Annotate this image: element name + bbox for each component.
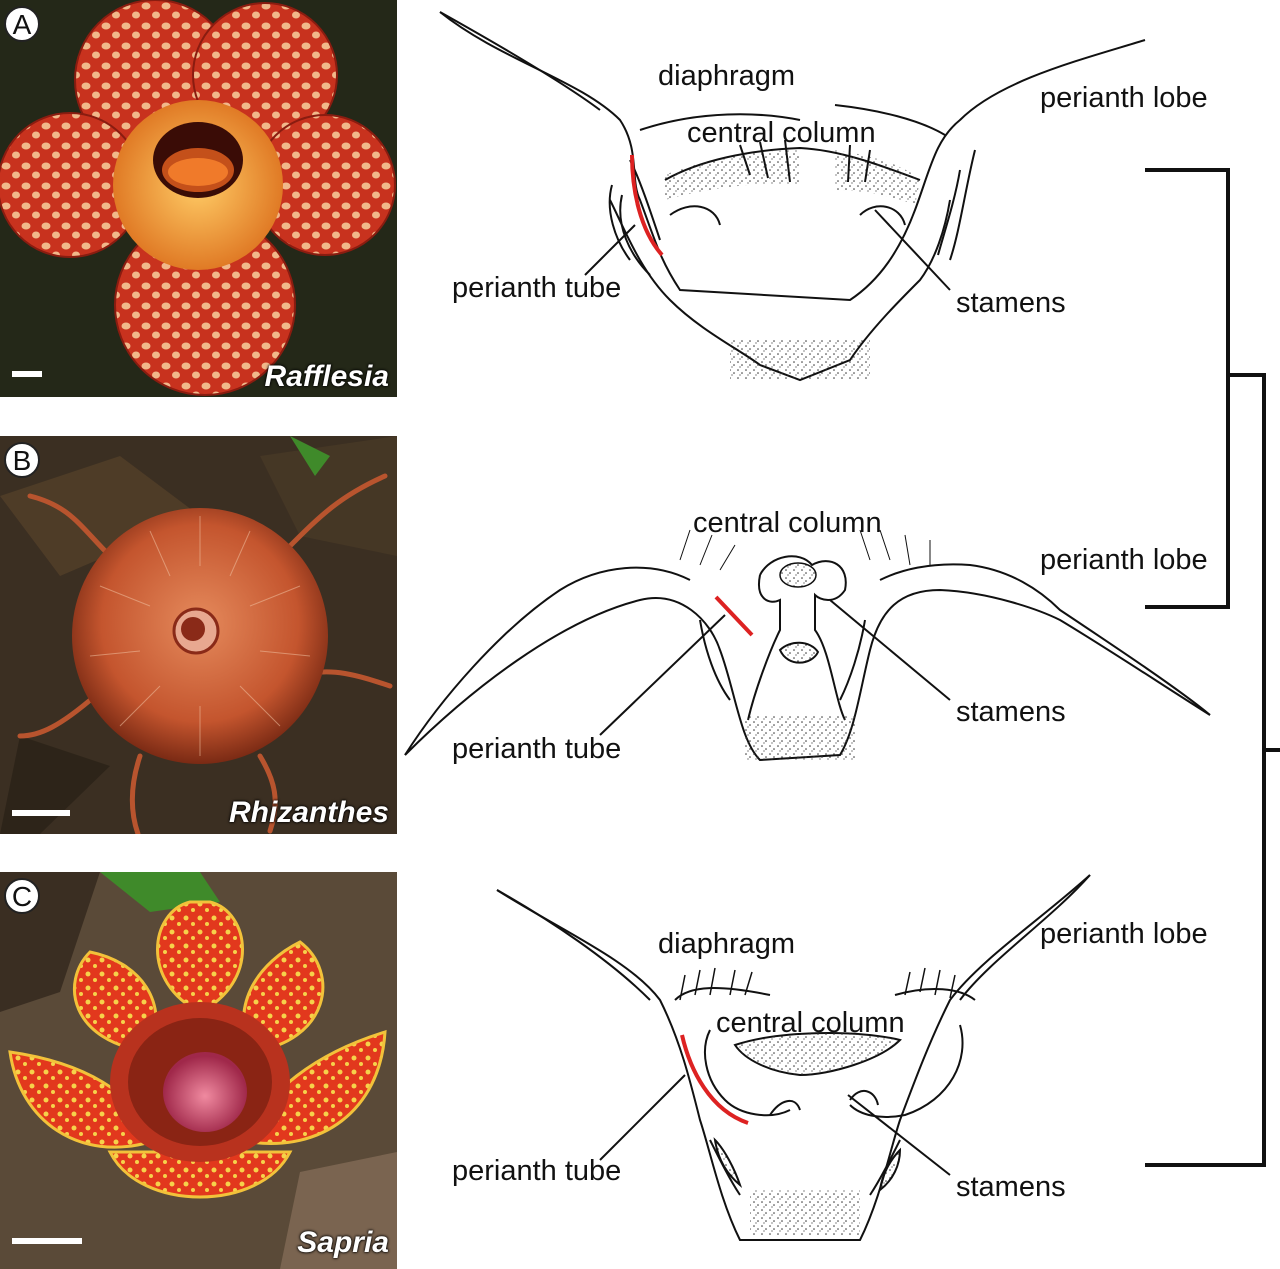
flower-sections-diagram [404,11,1280,1241]
scale-bar [12,1238,82,1244]
cladogram [1145,168,1280,1167]
label-stamens: stamens [956,696,1066,728]
label-central-column: central column [693,507,882,539]
photo-rhizanthes: B Rhizanthes [0,436,397,834]
label-perianth-tube: perianth tube [452,733,622,765]
photo-sapria: C Sapria [0,872,397,1269]
label-perianth-lobe: perianth lobe [1040,544,1208,576]
scale-bar [12,371,42,377]
panel-letter: A [4,6,40,42]
section-rafflesia [439,11,1146,382]
genus-label: Rafflesia [264,360,389,393]
label-perianth-lobe: perianth lobe [1040,82,1208,114]
section-sapria [496,874,1091,1241]
label-diaphragm: diaphragm [658,60,796,92]
genus-label: Sapria [297,1226,389,1259]
genus-label: Rhizanthes [228,796,389,829]
photo-rafflesia: A Rafflesia [0,0,397,397]
perianth-tube-highlights [630,154,754,1125]
label-central-column: central column [716,1007,905,1039]
label-perianth-tube: perianth tube [452,272,622,304]
label-central-column: central column [687,117,876,149]
scale-bar [12,810,70,816]
panel-letter: C [4,878,40,914]
label-stamens: stamens [956,1171,1066,1203]
label-perianth-tube: perianth tube [452,1155,622,1187]
panel-letter: B [4,442,40,478]
label-diaphragm: diaphragm [658,928,796,960]
label-perianth-lobe: perianth lobe [1040,918,1208,950]
label-stamens: stamens [956,287,1066,319]
